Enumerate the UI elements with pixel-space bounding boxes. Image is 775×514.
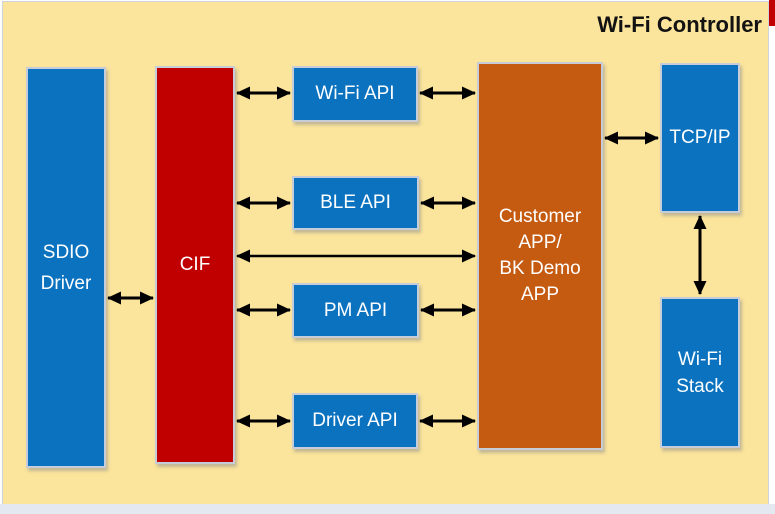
block-wifi-stack-label-line1: Wi-Fi: [677, 348, 723, 370]
block-ble-api-label: BLE API: [320, 192, 391, 213]
block-pm-api-label: PM API: [323, 299, 388, 321]
block-customer-app-label-line1: Customer: [498, 206, 582, 227]
block-driver-api-label: Driver API: [312, 410, 398, 431]
block-cif: CIF: [155, 66, 235, 464]
block-wifi-stack: Wi-Fi Stack: [660, 297, 740, 448]
block-tcpip-label: TCP/IP: [669, 127, 731, 148]
block-pm-api: PM API: [292, 283, 419, 338]
page-edge-band: [0, 504, 775, 514]
block-customer-app-label-line3: BK Demo: [499, 258, 581, 279]
block-customer-app: Customer APP/ BK Demo APP: [477, 62, 603, 450]
diagram-title: Wi-Fi Controller: [597, 12, 762, 37]
block-sdio-driver-label-line1: SDIO: [42, 241, 90, 263]
block-ble-api: BLE API: [292, 176, 419, 230]
block-sdio-driver: SDIO Driver: [26, 67, 106, 468]
block-sdio-driver-label-line2: Driver: [40, 272, 92, 294]
block-driver-api: Driver API: [292, 393, 418, 449]
block-cif-label: CIF: [179, 254, 211, 275]
block-customer-app-label-line2: APP/: [518, 232, 562, 253]
block-wifi-api-label: Wi-Fi API: [315, 83, 395, 104]
block-wifi-stack-label-line2: Stack: [676, 375, 724, 397]
block-customer-app-label-line4: APP: [520, 284, 560, 305]
red-corner-mark: [769, 0, 775, 26]
block-tcpip: TCP/IP: [660, 63, 740, 213]
block-wifi-api: Wi-Fi API: [292, 66, 418, 122]
